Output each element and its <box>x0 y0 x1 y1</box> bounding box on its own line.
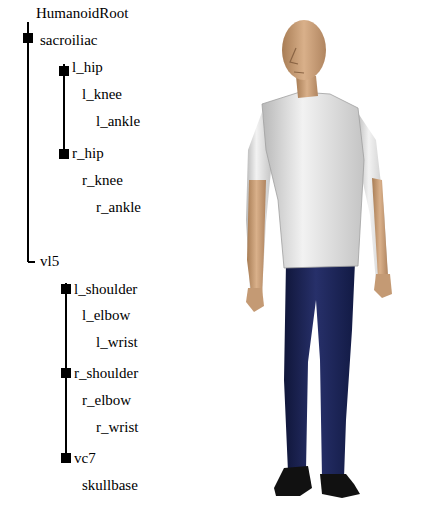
joint-label: r_shoulder <box>74 365 138 382</box>
joint-label: l_elbow <box>82 307 130 324</box>
joint-label: HumanoidRoot <box>36 5 129 22</box>
joint-label: l_knee <box>82 86 122 103</box>
joint-label: r_elbow <box>82 392 131 409</box>
joint-label: l_ankle <box>96 113 140 130</box>
joint-label: vl5 <box>40 253 59 270</box>
joint-label: vc7 <box>74 450 96 467</box>
joint-label: r_ankle <box>96 199 141 216</box>
joint-label: l_shoulder <box>74 281 137 298</box>
tree-lines <box>24 22 70 462</box>
human-figure <box>246 20 392 498</box>
joint-label: l_hip <box>72 59 103 76</box>
joint-label: r_hip <box>72 145 104 162</box>
joint-label: sacroiliac <box>40 32 97 49</box>
joint-label: r_knee <box>82 172 123 189</box>
joint-label: skullbase <box>82 477 138 494</box>
joint-label: l_wrist <box>96 334 138 351</box>
joint-label: r_wrist <box>96 419 139 436</box>
